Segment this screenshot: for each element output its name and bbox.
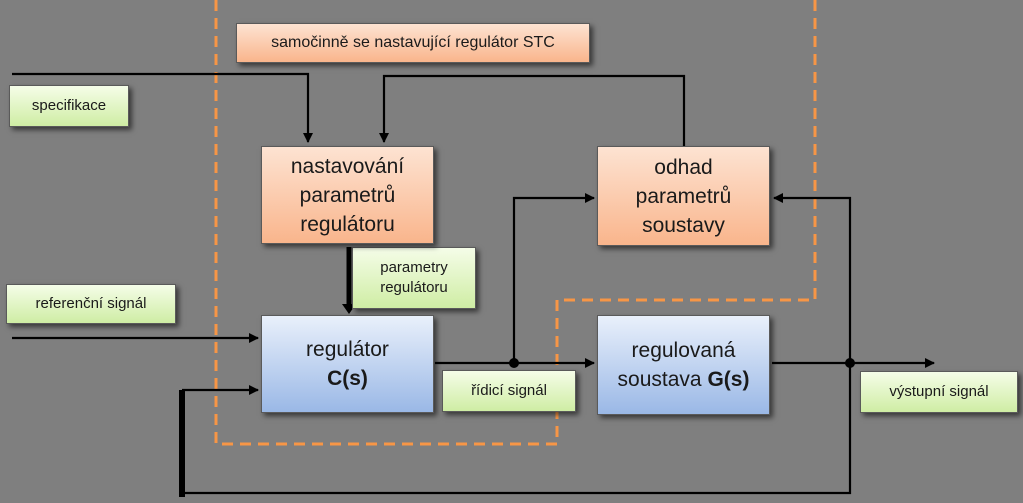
output-to-odhad-line (773, 193, 852, 363)
ridici-signal-label: řídicí signál (442, 370, 576, 412)
vystupni-signal-label: výstupní signál (860, 371, 1018, 413)
nastavovani-parametru-block: nastavování parametrů regulátoru (261, 146, 434, 244)
junction-dot-output (845, 358, 855, 368)
parametry-regulatoru-label: parametry regulátoru (352, 247, 476, 309)
regulator-block: regulátor C(s) (261, 315, 434, 413)
regulovana-soustava-block: regulovaná soustava G(s) (597, 315, 770, 415)
junction-dot-control (509, 358, 519, 368)
control-to-odhad-line (512, 193, 595, 363)
specifikace-label: specifikace (9, 85, 129, 127)
odhad-to-nastavovani-line (379, 74, 686, 146)
specifikace-line (12, 72, 313, 143)
stc-label: samočinně se nastavující regulátor STC (236, 23, 590, 63)
feedback-line (182, 363, 852, 495)
referencni-signal-label: referenční signál (6, 284, 176, 324)
odhad-parametru-block: odhad parametrů soustavy (597, 146, 770, 246)
